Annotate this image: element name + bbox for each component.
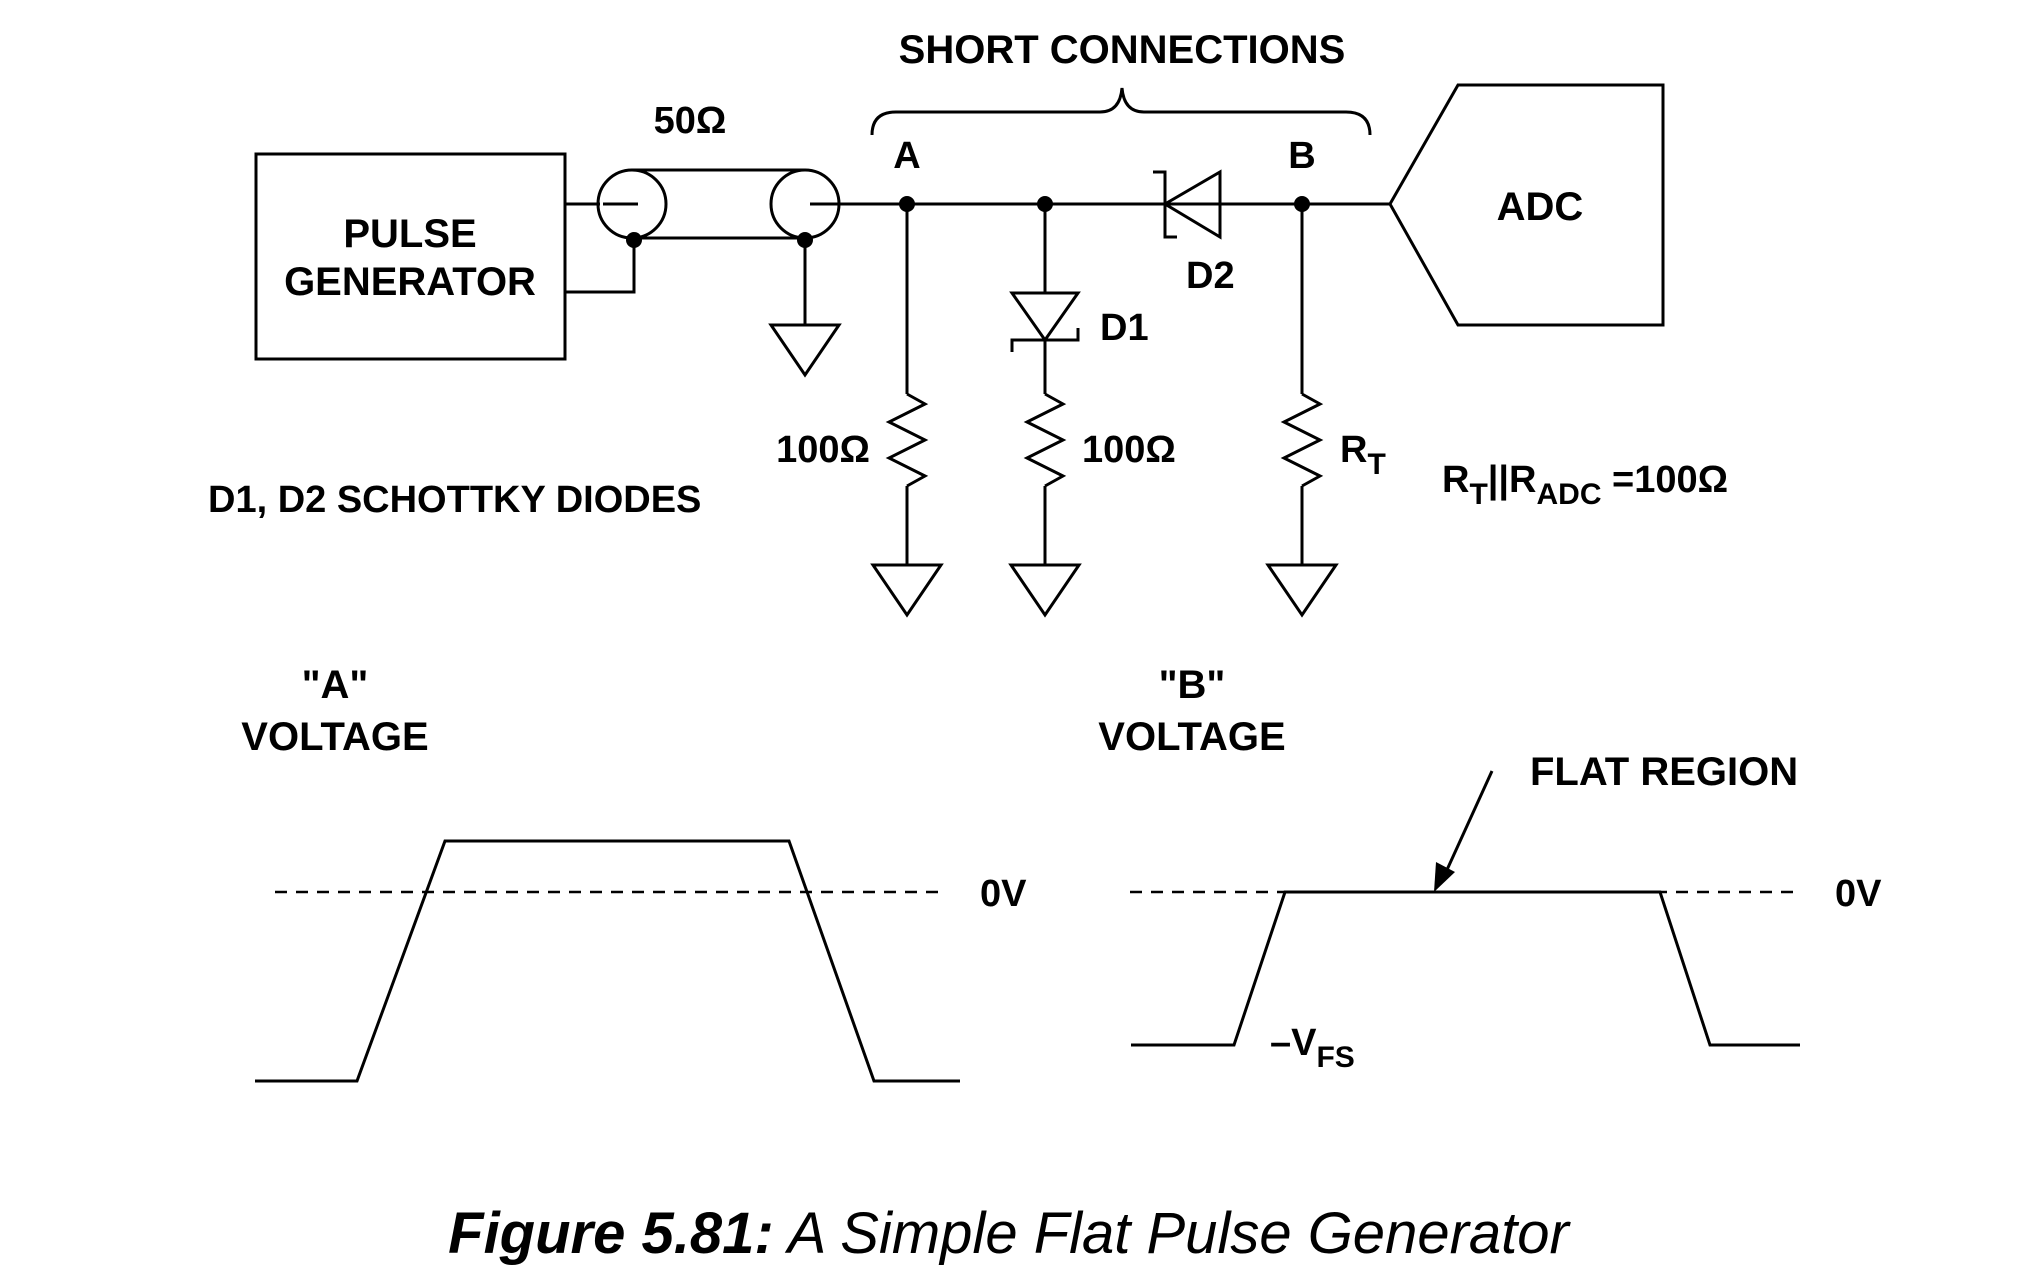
ground-symbol-rt <box>1265 563 1339 618</box>
flat-region-arrow <box>1444 770 1494 873</box>
flat-region-label: FLAT REGION <box>1530 750 1798 794</box>
node-b-dot <box>1294 196 1310 212</box>
coax-cable <box>596 168 850 240</box>
pulse-generator-label-line1: PULSE <box>343 212 476 256</box>
schottky-note: D1, D2 SCHOTTKY DIODES <box>208 479 701 521</box>
waveform-a-title-line1: "A" <box>302 663 369 707</box>
resistor-d1 <box>1023 392 1067 488</box>
junction-dot-gen-shield <box>626 232 642 248</box>
waveform-a-trace <box>255 839 960 1083</box>
figure-number: Figure 5.81: <box>448 1201 774 1266</box>
adc-block <box>1388 83 1665 327</box>
ground-symbol-d1 <box>1008 563 1082 618</box>
node-a-dot <box>899 196 915 212</box>
d1-label: D1 <box>1100 307 1149 349</box>
figure-caption: Figure 5.81: A Simple Flat Pulse Generat… <box>0 1200 2017 1267</box>
waveform-b-zero-label: 0V <box>1835 873 1882 915</box>
waveform-a-title-line2: VOLTAGE <box>241 715 428 759</box>
diode-d2 <box>1153 169 1222 240</box>
waveform-b-trace <box>1131 890 1800 1047</box>
short-connections-label: SHORT CONNECTIONS <box>899 28 1346 72</box>
waveform-b-title-line2: VOLTAGE <box>1098 715 1285 759</box>
short-connections-brace <box>870 87 1372 136</box>
pulse-generator-label-line2: GENERATOR <box>284 260 536 304</box>
junction-dot-coax-shield <box>797 232 813 248</box>
ground-symbol-a <box>870 563 944 618</box>
resistor-rt <box>1280 392 1324 488</box>
figure-title: A Simple Flat Pulse Generator <box>773 1201 1569 1266</box>
pulse-generator-box <box>254 152 567 361</box>
waveform-a-zero-label: 0V <box>980 873 1027 915</box>
waveform-b-title-line1: "B" <box>1159 663 1226 707</box>
circuit-diagram: SHORT CONNECTIONS 50Ω PULSE GENERATOR A … <box>208 28 1882 1083</box>
resistor-a <box>885 392 929 488</box>
node-b-label: B <box>1288 135 1315 177</box>
flat-region-arrowhead <box>1434 862 1455 892</box>
junction-dot-d1 <box>1037 196 1053 212</box>
node-a-label: A <box>893 135 920 177</box>
vfs-label: –VFS <box>1270 1022 1355 1074</box>
ground-symbol-coax <box>768 323 842 378</box>
coax-impedance-label: 50Ω <box>654 100 727 142</box>
adc-label: ADC <box>1497 185 1584 229</box>
rt-label: RT <box>1340 429 1386 481</box>
rt-parallel-note: RT||RADC =100Ω <box>1442 459 1728 511</box>
resistor-a-label: 100Ω <box>776 429 870 471</box>
resistor-d1-label: 100Ω <box>1082 429 1176 471</box>
pulse-ground-wire <box>565 240 636 294</box>
d2-label: D2 <box>1186 255 1235 297</box>
